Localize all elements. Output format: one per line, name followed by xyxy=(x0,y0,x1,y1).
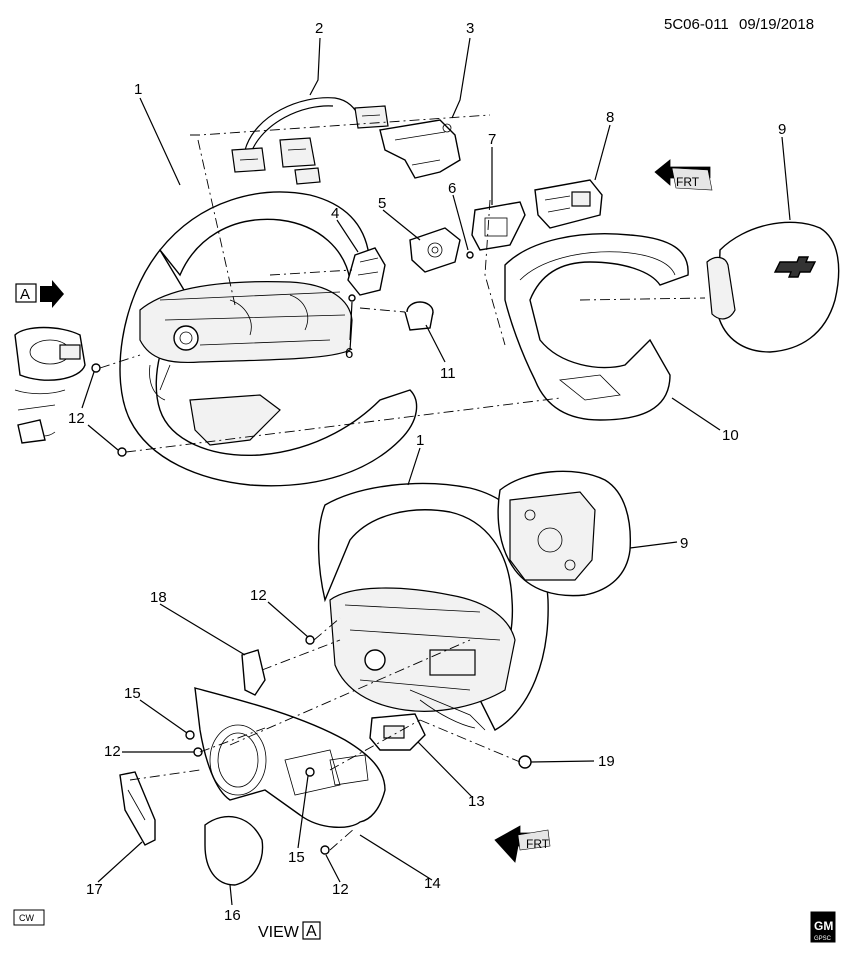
callouts: 1 2 3 4 5 6 7 8 9 6 11 12 12 10 1 9 18 1… xyxy=(68,20,786,924)
bracket-part-17 xyxy=(119,771,156,846)
callout-5: 5 xyxy=(378,195,386,212)
frt-label-upper: FRT xyxy=(676,175,700,189)
switch-part-5 xyxy=(409,227,461,273)
assembly-line xyxy=(125,397,561,453)
callout-13: 13 xyxy=(468,793,485,810)
trim-bezel-part-10 xyxy=(504,233,689,421)
screw-part-15-lower-b xyxy=(305,767,315,777)
assembly-line xyxy=(269,269,353,276)
bracket-part-7 xyxy=(471,201,526,251)
switch-part-4 xyxy=(347,247,386,296)
assembly-line xyxy=(99,354,141,369)
callout-12-lower-a: 12 xyxy=(250,587,267,604)
screw-part-6-left xyxy=(348,294,356,302)
assembly-line xyxy=(199,727,266,753)
bolt-part-11 xyxy=(404,301,434,331)
screw-part-12-upper-a xyxy=(91,363,101,373)
callout-17: 17 xyxy=(86,881,103,898)
callout-15-lower: 15 xyxy=(288,849,305,866)
switch-part-8 xyxy=(534,179,603,229)
leader-lines xyxy=(81,37,791,906)
view-label-text: VIEW xyxy=(258,924,300,941)
bolt-part-19 xyxy=(518,755,532,769)
airbag-part-9-upper xyxy=(706,221,840,353)
view-marker-letter: A xyxy=(20,286,30,303)
assembly-line xyxy=(579,297,706,301)
assembly-line xyxy=(197,139,236,306)
screw-part-6-right xyxy=(466,251,474,259)
callout-2: 2 xyxy=(315,20,323,37)
assembly-line xyxy=(190,114,491,136)
diagram-date: 09/19/2018 xyxy=(739,16,814,33)
callout-16: 16 xyxy=(224,907,241,924)
view-direction-arrow-icon xyxy=(40,280,64,308)
screw-part-12-lower-c xyxy=(320,845,330,855)
callout-11: 11 xyxy=(440,365,456,382)
cw-mark: CW xyxy=(13,909,45,926)
callout-6-upper: 6 xyxy=(448,180,456,197)
frt-arrow-upper: FRT xyxy=(654,159,713,191)
callout-1-lower: 1 xyxy=(416,432,424,449)
frt-label-lower: FRT xyxy=(526,837,550,851)
callout-4: 4 xyxy=(331,205,339,222)
callout-19: 19 xyxy=(598,753,615,770)
callout-10: 10 xyxy=(722,427,739,444)
callout-9-upper: 9 xyxy=(778,121,786,138)
cover-part-16 xyxy=(204,815,264,886)
gm-logo-subtext: GPSC xyxy=(814,936,832,942)
steering-column xyxy=(14,326,86,444)
callout-12-lower-b: 12 xyxy=(104,743,121,760)
gm-logo-icon: GM GPSC xyxy=(810,911,836,943)
callout-8: 8 xyxy=(606,109,614,126)
assembly-line xyxy=(484,199,506,346)
switch-part-13 xyxy=(369,713,426,751)
assembly-line xyxy=(313,617,341,641)
wire-harness-part-2 xyxy=(231,97,389,185)
screw-part-12-upper-b xyxy=(117,447,127,457)
gm-logo-text: GM xyxy=(814,919,833,933)
bracket-part-18 xyxy=(241,649,266,696)
callout-7: 7 xyxy=(488,131,496,148)
callout-9-lower: 9 xyxy=(680,535,688,552)
airbag-part-9-lower xyxy=(497,470,632,597)
callout-12-lower-c: 12 xyxy=(332,881,349,898)
callout-12-upper: 12 xyxy=(68,410,85,427)
bracket-part-3 xyxy=(379,119,461,179)
callout-1-upper: 1 xyxy=(134,81,142,98)
view-label-letter: A xyxy=(306,923,317,940)
screw-part-12-lower-a xyxy=(305,635,315,645)
assembly-line xyxy=(229,639,471,746)
chevrolet-bowtie-icon xyxy=(773,256,817,278)
assembly-line xyxy=(129,769,201,781)
trim-bezel-part-14 xyxy=(194,687,386,829)
assembly-line xyxy=(419,719,521,763)
view-a-label: VIEW A xyxy=(258,921,321,941)
assembly-line xyxy=(329,827,356,851)
diagram-code: 5C06-011 xyxy=(664,16,729,33)
assembly-line xyxy=(359,307,406,313)
screw-part-15-lower-a xyxy=(185,730,195,740)
callout-18: 18 xyxy=(150,589,167,606)
steering-wheel-upper xyxy=(119,191,418,487)
callout-6-lower: 6 xyxy=(345,345,353,362)
cw-mark-text: CW xyxy=(19,913,34,923)
frt-arrow-lower: FRT xyxy=(494,825,551,863)
assembly-line xyxy=(261,639,341,671)
callout-14: 14 xyxy=(424,875,441,892)
assembly-line xyxy=(329,719,421,771)
view-a-marker: A xyxy=(15,280,64,308)
callout-3: 3 xyxy=(466,20,474,37)
steering-wheel-lower xyxy=(317,482,549,731)
callout-15-left: 15 xyxy=(124,685,141,702)
